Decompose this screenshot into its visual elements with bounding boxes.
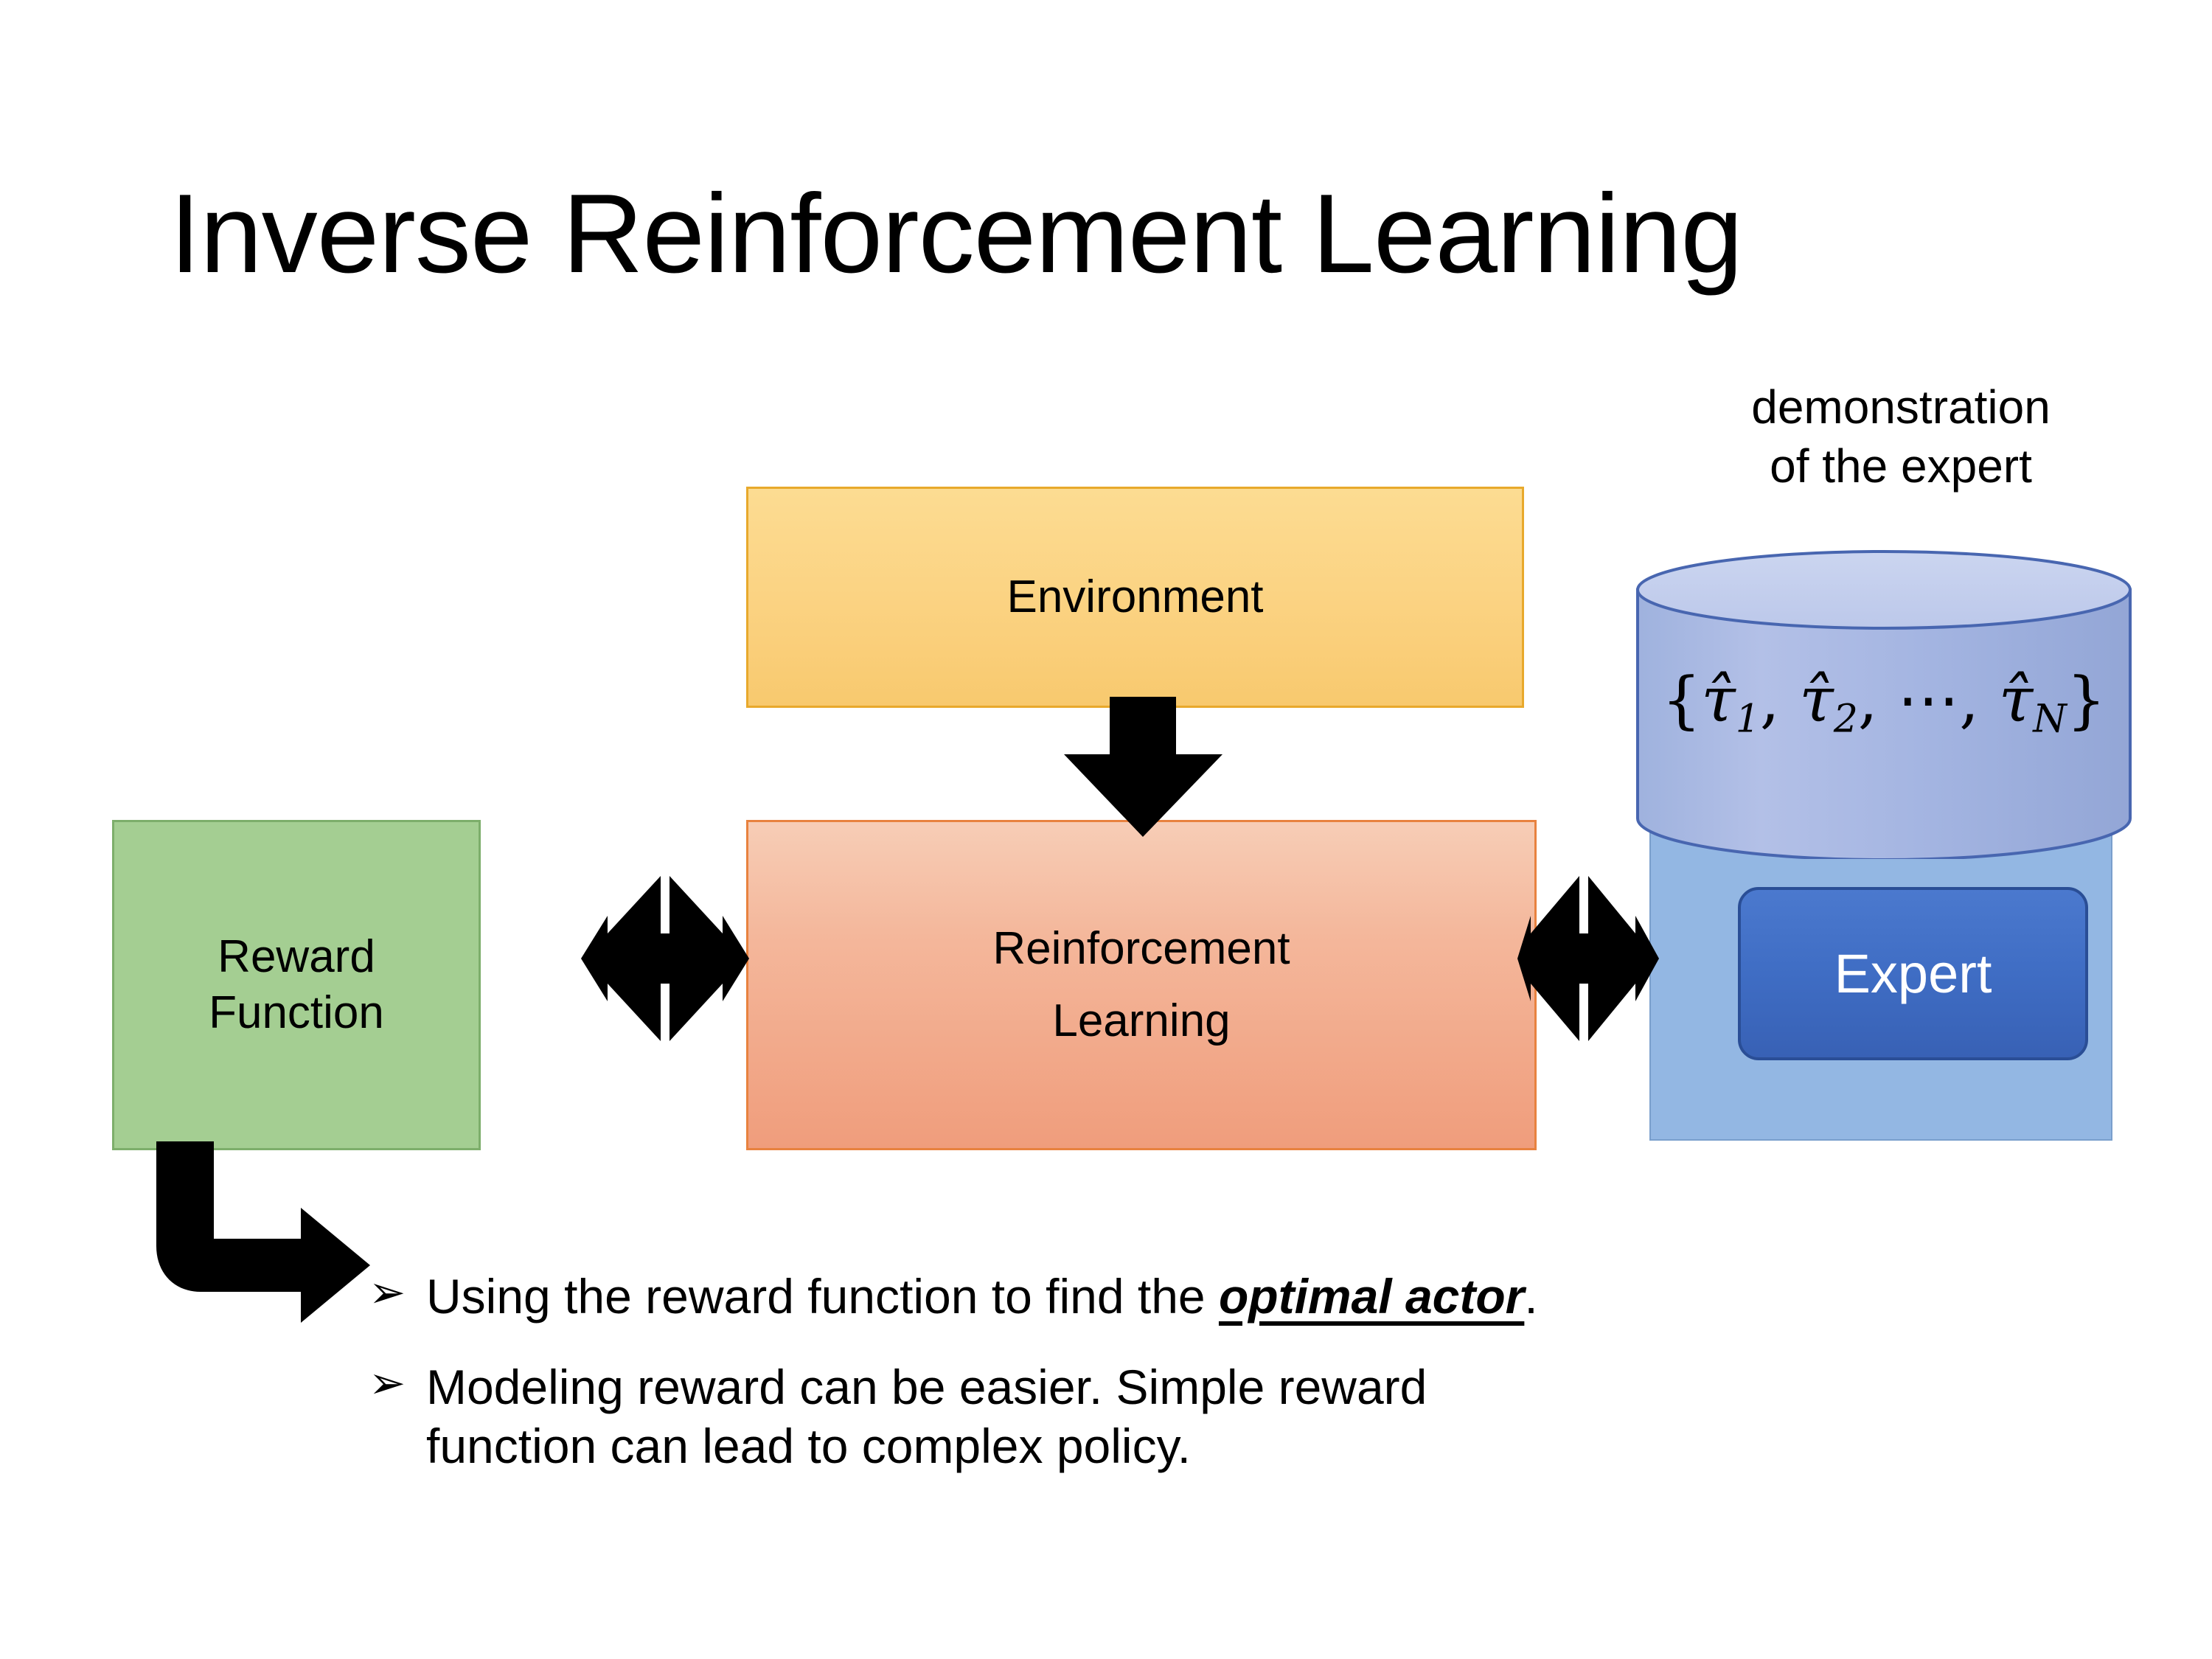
comma-3: , [1959, 664, 1979, 736]
demonstration-caption-line1: demonstration [1751, 380, 2051, 434]
list-item: ➢ Modeling reward can be easier. Simple … [369, 1357, 1991, 1476]
bullet-1-emphasis: optimal actor [1218, 1269, 1525, 1324]
reinforcement-learning-box-label: Reinforcement Learning [992, 921, 1290, 1048]
bullet-1-suffix: . [1524, 1269, 1538, 1324]
reinforcement-learning-box[interactable]: Reinforcement Learning [746, 820, 1537, 1150]
bullet-text-1: Using the reward function to find the op… [426, 1267, 1538, 1326]
ellipsis-dots: ⋯ [1897, 664, 1960, 736]
tau-n-subscript: N [2033, 697, 2067, 742]
expert-button[interactable]: Expert [1738, 887, 2088, 1060]
comma-1: , [1759, 664, 1780, 736]
left-right-quad-arrow-icon [1517, 876, 1659, 1041]
reward-function-label-line1: Reward [218, 931, 375, 983]
tau-1: τ̂ [1701, 664, 1736, 736]
tau-2-subscript: 2 [1833, 697, 1858, 742]
bullet-arrow-icon: ➢ [369, 1357, 406, 1408]
down-arrow-icon [1064, 697, 1222, 837]
left-right-quad-arrow-icon [581, 876, 749, 1041]
list-item: ➢ Using the reward function to find the … [369, 1267, 1991, 1326]
bullet-text-2: Modeling reward can be easier. Simple re… [426, 1359, 1427, 1474]
expert-button-label: Expert [1834, 943, 1992, 1004]
elbow-arrow-icon [156, 1141, 370, 1323]
tau-2: τ̂ [1799, 664, 1834, 736]
environment-box[interactable]: Environment [746, 487, 1524, 708]
set-close-brace: } [2066, 664, 2107, 736]
set-open-brace: { [1661, 664, 1702, 736]
bullet-arrow-icon: ➢ [369, 1267, 406, 1317]
reward-function-box-label: Reward Function [209, 929, 384, 1040]
bullet-list: ➢ Using the reward function to find the … [369, 1267, 1991, 1507]
reward-function-label-line2: Function [209, 987, 384, 1038]
reinforcement-learning-label-line2: Learning [1052, 995, 1231, 1046]
tau-n: τ̂ [1998, 664, 2034, 736]
demonstration-cylinder-icon [1635, 549, 2132, 859]
tau-1-subscript: 1 [1735, 697, 1760, 742]
bullet-1-prefix: Using the reward function to find the [426, 1269, 1219, 1324]
demonstration-caption-line2: of the expert [1770, 439, 2032, 493]
environment-box-label: Environment [1006, 571, 1264, 623]
reward-function-box[interactable]: Reward Function [112, 820, 481, 1150]
trajectory-set-formula: {τ̂1, τ̂2, ⋯, τ̂N} [1635, 664, 2132, 742]
page-title: Inverse Reinforcement Learning [170, 171, 1743, 296]
comma-2: , [1857, 664, 1878, 736]
demonstration-caption: demonstration of the expert [1658, 378, 2144, 495]
reinforcement-learning-label-line1: Reinforcement [992, 923, 1290, 975]
